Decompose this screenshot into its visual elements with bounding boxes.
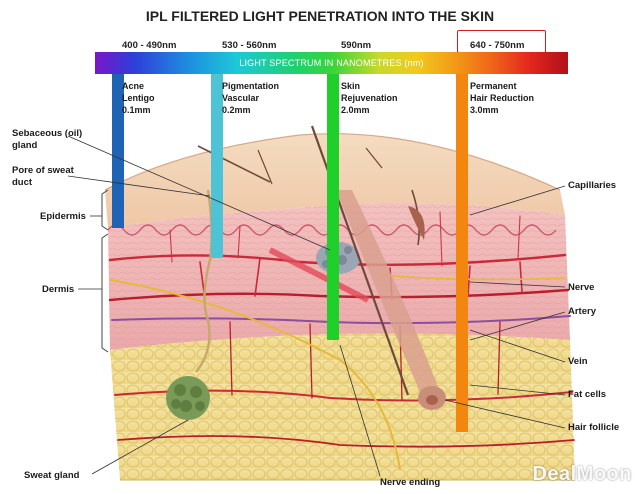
light-bar-2 [211,74,223,258]
label-vein: Vein [568,356,588,367]
label-hair-follicle: Hair follicle [568,422,620,433]
label-epidermis: Epidermis [40,211,86,222]
band-range-4: 640 - 750nm [470,40,525,51]
light-bar-4 [456,74,468,432]
pointer-lines [67,135,566,477]
label-nerve-ending: Nerve ending [380,477,441,488]
light-spectrum-bar: LIGHT SPECTRUM IN NANOMETRES (nm) [95,52,568,74]
label-dermis: Dermis [42,284,75,295]
layer-braces [101,189,109,353]
band-range-2: 530 - 560nm [222,40,277,51]
nerve-fiber [109,279,401,471]
light-bar-3 [327,74,339,340]
label-artery: Artery [568,306,596,317]
light-bars [112,74,468,432]
label-capillaries: Capillaries [568,180,617,191]
diagram-title: IPL FILTERED LIGHT PENETRATION INTO THE … [145,8,495,24]
sweat-gland-shape [166,376,210,420]
arrector-muscle [268,247,370,303]
spectrum-label: LIGHT SPECTRUM IN NANOMETRES (nm) [239,58,424,68]
label-nerve: Nerve [568,282,595,293]
label-sebaceous-gland: Sebaceous (oil)gland [12,128,83,151]
label-sweat-gland: Sweat gland [24,470,80,481]
label-fat-cells: Fat cells [568,389,607,400]
band-range-1: 400 - 490nm [122,40,177,51]
band-range-3: 590nm [341,40,372,51]
light-bar-1 [112,74,124,228]
watermark-logo: DealMoon [532,463,632,485]
